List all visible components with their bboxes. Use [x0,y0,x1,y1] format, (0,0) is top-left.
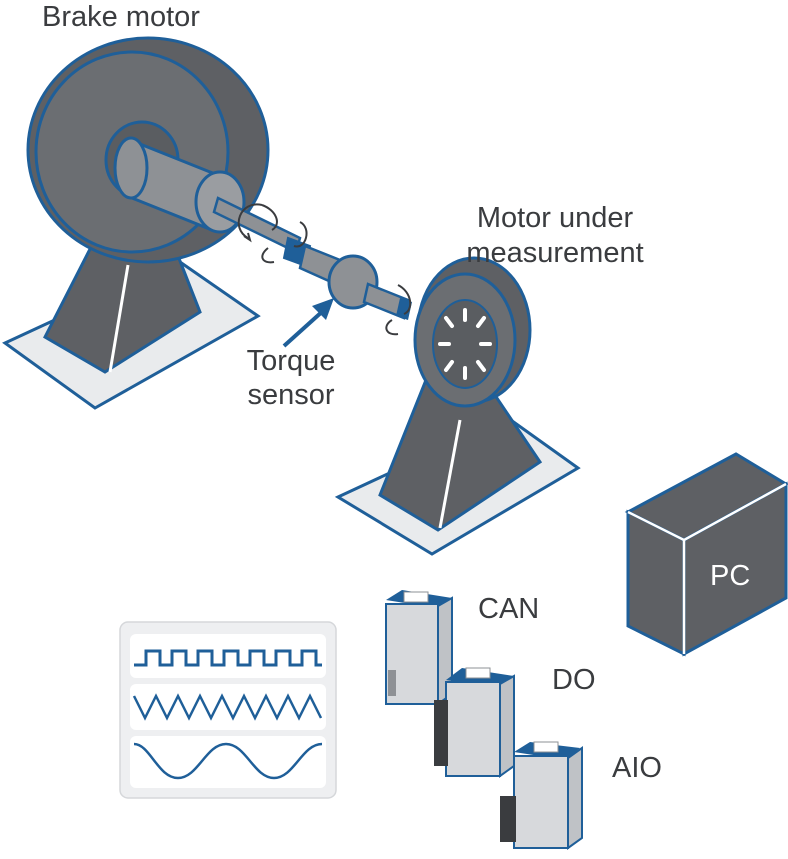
aio-label: AIO [612,752,662,784]
can-label: CAN [478,593,540,625]
can-module [385,590,453,706]
shaft-and-torque-sensor [212,196,412,320]
motor-pedestal [378,368,543,532]
motor-under-measurement-label-line1: Motor under [476,202,634,234]
motor-under-measurement-label-line2: measurement [466,237,644,269]
motor-under-measurement-assembly [334,256,581,556]
curved-rotation-arrow-icon [237,203,412,336]
sine-wave-icon [133,742,323,780]
pc-label: PC [710,560,751,592]
torque-sensor-label-line1: Torque [246,345,336,377]
pc-computer [624,452,788,657]
do-module [434,667,515,778]
brake-motor-assembly [2,36,270,410]
triangle-wave-icon [132,693,323,721]
square-wave-icon [134,649,322,667]
aio-module [500,741,583,850]
torque-sensor-label-line2: sensor [247,379,335,411]
signal-waveform-panel [119,621,337,799]
arrow-up-right-icon [282,298,334,348]
brake-motor-label: Brake motor [42,1,200,33]
do-label: DO [552,664,596,696]
